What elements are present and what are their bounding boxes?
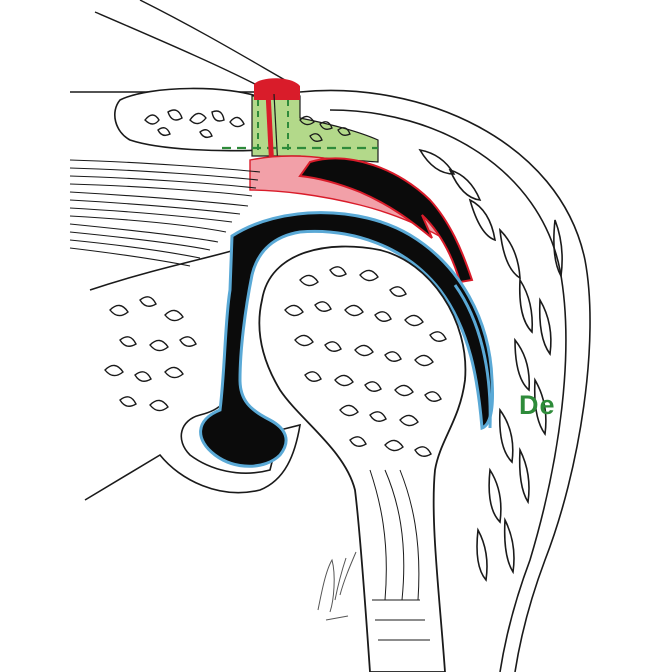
upper-contour-lines (70, 0, 286, 93)
deltoid-muscle (299, 89, 591, 672)
effusion-upper (298, 157, 474, 284)
acromion-bone (114, 87, 263, 152)
lateral-cartilage (453, 284, 492, 429)
artist-signature (317, 551, 357, 621)
inflamed-joint-marker (254, 78, 300, 171)
humerus (258, 245, 467, 672)
deltoid-label: De (519, 390, 556, 420)
joint-effusion (199, 211, 494, 468)
rotator-cuff-tendon (69, 159, 261, 267)
